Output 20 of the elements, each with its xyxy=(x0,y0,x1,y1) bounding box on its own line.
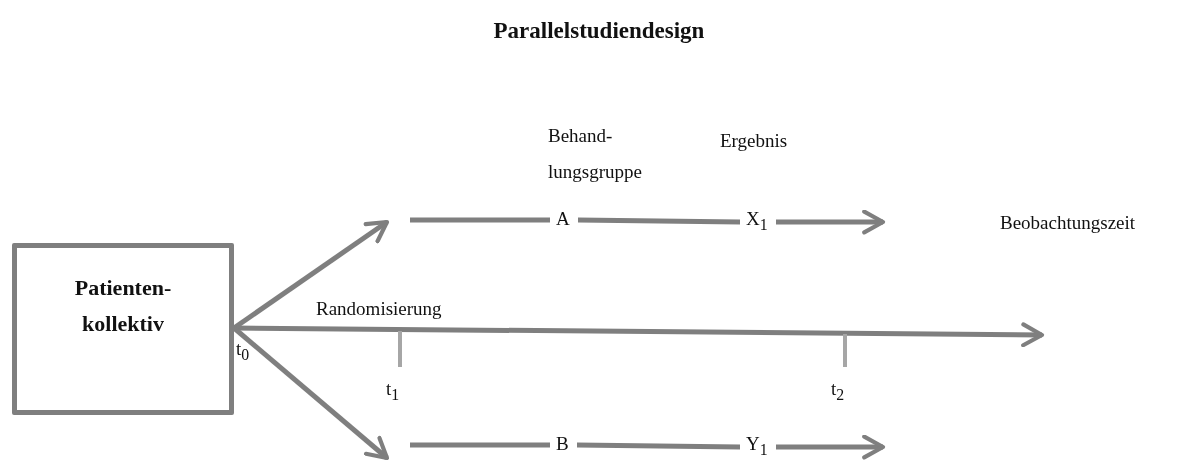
label-text: Behand- lungsgruppe xyxy=(548,124,642,184)
connector-line xyxy=(410,442,550,448)
node-label: B xyxy=(556,433,569,455)
node-label: Patienten- kollektiv xyxy=(73,274,173,338)
diagram-title: Parallelstudiendesign xyxy=(492,18,706,44)
time-label: t$_{2}$ xyxy=(831,378,845,404)
node-label: Y$_{1}$ xyxy=(746,433,768,459)
node-label: A xyxy=(556,208,570,230)
label-text: Randomisierung xyxy=(316,298,442,320)
time-label: t$_{0}$ xyxy=(236,338,250,364)
arrow xyxy=(776,209,886,235)
connector-line xyxy=(576,442,741,450)
process-box xyxy=(12,243,234,415)
label-text: Ergebnis xyxy=(720,130,788,152)
node-label: X$_{1}$ xyxy=(746,208,768,234)
time-label: t$_{1}$ xyxy=(386,378,400,404)
arrow xyxy=(776,434,886,460)
connector-line xyxy=(410,217,550,223)
connector-line xyxy=(577,217,741,225)
label-text: Beobachtungszeit xyxy=(1000,212,1136,234)
